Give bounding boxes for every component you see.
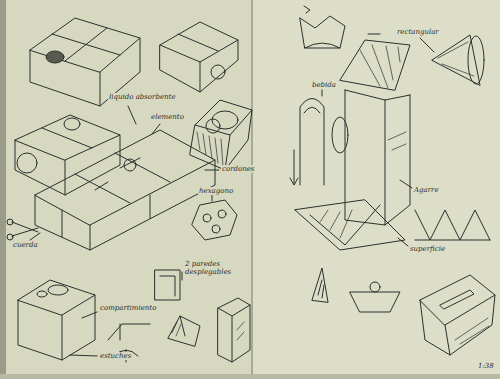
handwritten-note: liquido absorbente: [108, 93, 177, 101]
handwritten-note: cuerda: [12, 241, 39, 249]
handwritten-note: rectangular: [396, 28, 440, 36]
handwritten-note: 1:38: [477, 362, 495, 370]
handwritten-note: 2 paredes desplegables: [184, 260, 238, 276]
handwritten-note: hexagono: [198, 187, 234, 195]
handwritten-note: cordones: [221, 165, 255, 173]
handwritten-note: Agarre: [413, 186, 440, 194]
handwritten-note: superficie: [409, 245, 446, 253]
handwritten-note: elemento: [150, 113, 185, 121]
handwritten-note: estuches: [99, 352, 132, 360]
handwritten-note: compartimiento: [99, 304, 157, 312]
handwritten-note: bebida: [311, 81, 337, 89]
